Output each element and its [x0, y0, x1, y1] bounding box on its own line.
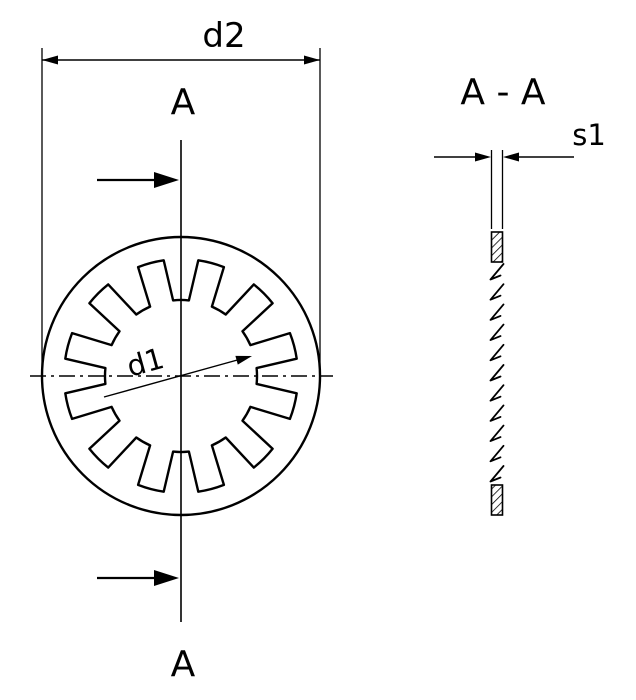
section-hatch-top	[490, 231, 504, 263]
front-view: d2 d1 A A	[30, 16, 333, 685]
d1-arrowhead	[235, 355, 252, 365]
d1-dimension: d1	[103, 341, 252, 398]
d1-arrow-line	[103, 355, 251, 398]
s1-label: s1	[572, 118, 606, 152]
section-label-top: A	[171, 82, 196, 123]
section-teeth-zigzag	[489, 263, 505, 483]
d2-label: d2	[202, 16, 245, 56]
d2-arrowhead-left	[42, 55, 58, 65]
section-label-bottom: A	[171, 644, 196, 685]
section-view: A - A s1	[434, 72, 606, 516]
s1-arrowhead-right	[503, 152, 519, 162]
section-cut-indicators: A A	[97, 82, 196, 685]
d2-dimension: d2	[41, 16, 321, 372]
tooth-profile	[64, 259, 298, 493]
s1-dimension: s1	[434, 118, 606, 229]
outer-circle	[40, 235, 322, 517]
section-arrowhead-bottom	[154, 570, 179, 586]
section-title: A - A	[460, 72, 546, 113]
section-arrowhead-top	[154, 172, 179, 188]
section-hatch-bottom	[490, 484, 504, 516]
d1-label: d1	[123, 341, 168, 384]
s1-arrowhead-left	[475, 152, 491, 162]
washer-cross-section	[489, 231, 505, 516]
d2-arrowhead-right	[304, 55, 320, 65]
